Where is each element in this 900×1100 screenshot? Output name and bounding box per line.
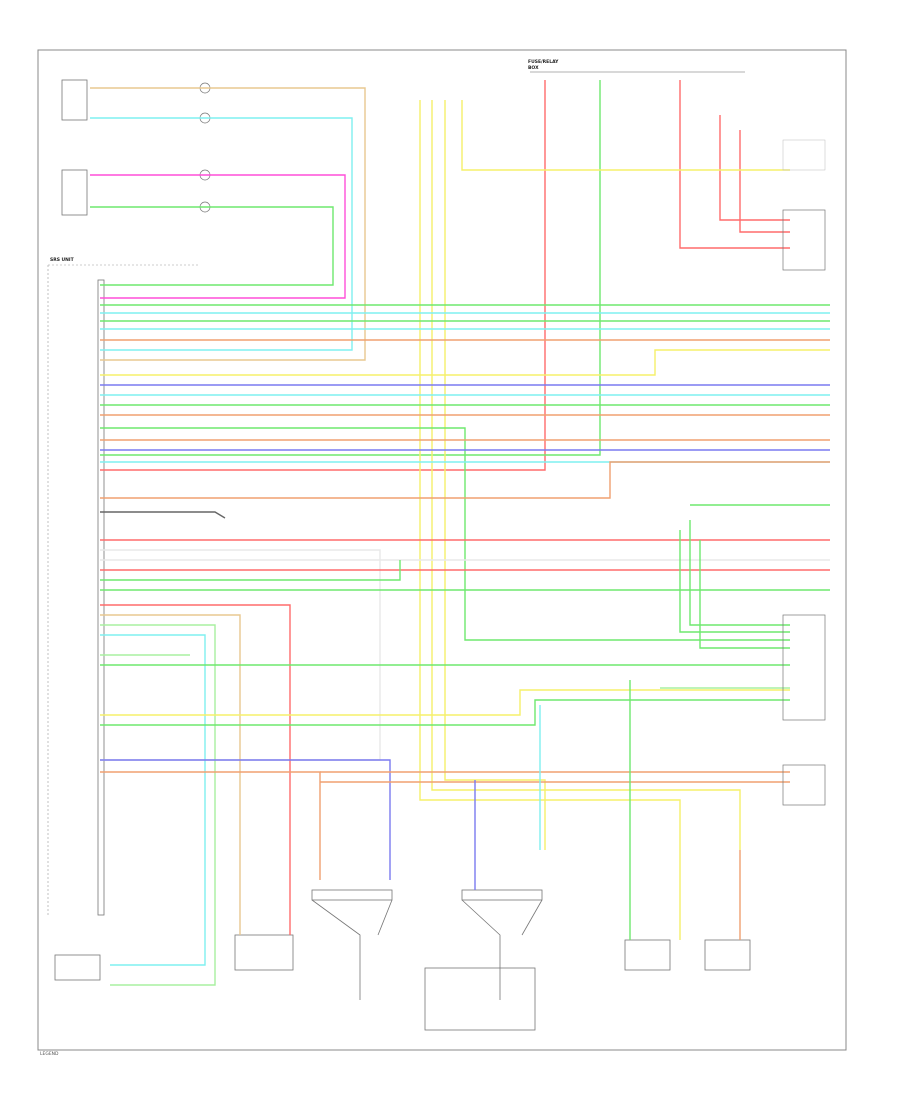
- top-left-wires: [90, 87, 366, 361]
- fuse-box-wires: [100, 80, 790, 471]
- vertical-feeds: [419, 100, 741, 850]
- sensor-box-bottom-1: [234, 934, 294, 971]
- sensor-box-bottom-left: [54, 954, 101, 981]
- control-unit-connector: [97, 279, 105, 916]
- sensor-box-top-right: [782, 209, 826, 271]
- bottom-connectors: [311, 889, 543, 1000]
- switch-box-2: [61, 169, 88, 216]
- sensor-box-right-mid: [782, 614, 826, 721]
- control-unit-label: SRS UNIT: [50, 258, 74, 263]
- bottom-drops: [239, 780, 741, 940]
- sensor-box-bottom-2: [624, 939, 671, 971]
- bus-lines: [100, 304, 830, 986]
- sensor-box-right-low: [782, 764, 826, 806]
- sensor-box-top-right-small: [782, 139, 826, 171]
- fuse-box-label: FUSE/RELAY BOX: [528, 60, 559, 71]
- right-bus: [539, 504, 830, 850]
- sensor-box-bottom-4: [424, 967, 536, 1031]
- footer-label: LEGEND: [40, 1052, 59, 1057]
- diagram-border: [37, 49, 847, 1051]
- switch-box-1: [61, 79, 88, 121]
- sensor-box-bottom-3: [704, 939, 751, 971]
